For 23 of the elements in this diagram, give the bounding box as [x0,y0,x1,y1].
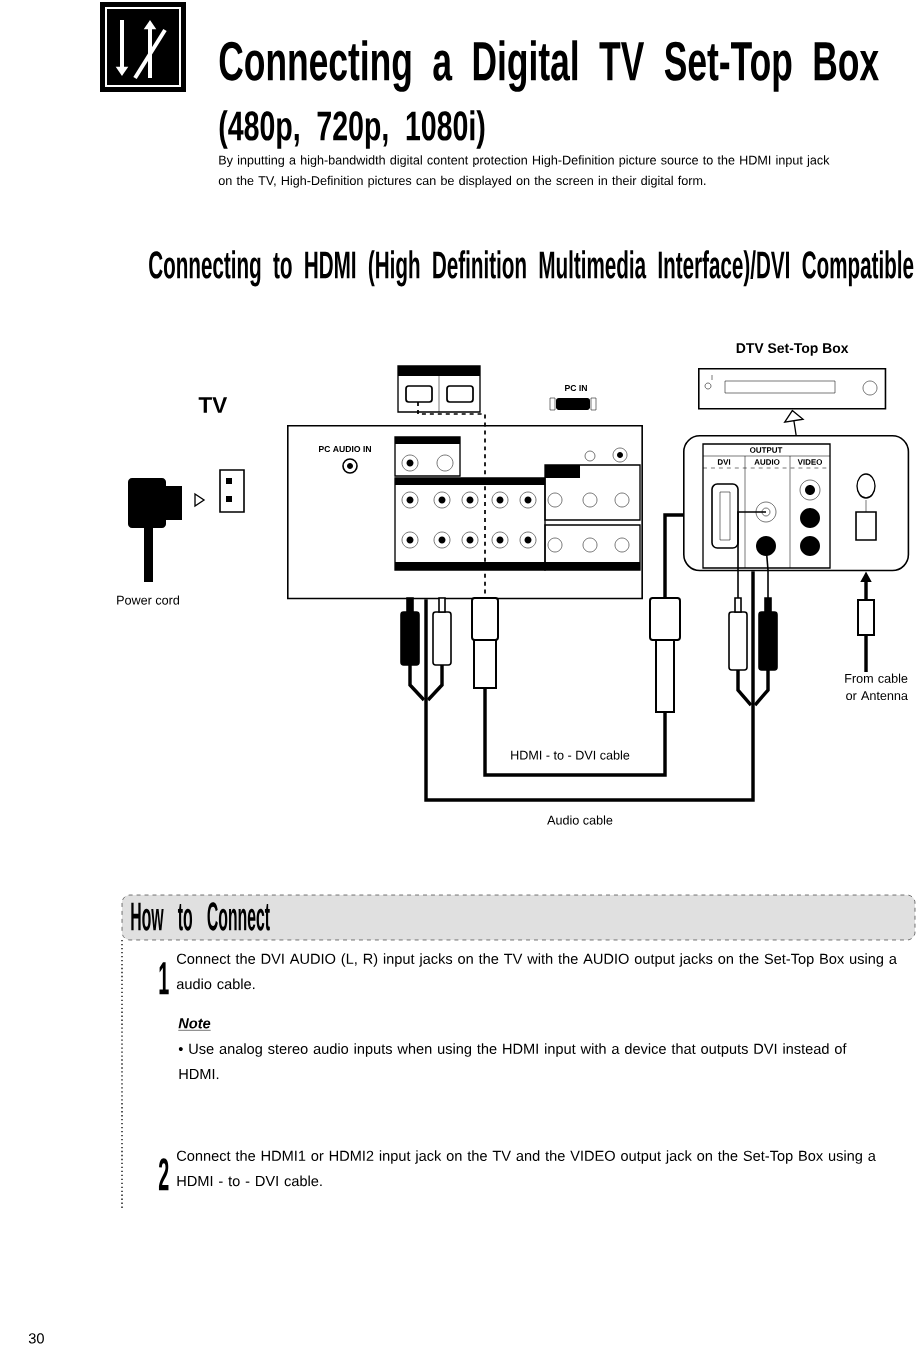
subtitle: (480p, 720p, 1080i) [219,110,485,149]
section-banner: How to Connect [121,894,916,941]
antenna-label: From cable or Antenna [845,673,908,701]
title: Connecting a Digital TV Set-Top Box [219,40,879,92]
node-label: DTV Set-Top Box [736,343,849,356]
cable [424,571,755,802]
page-number: 30 [28,1333,44,1344]
set-top-box: DTV Set-Top Box [698,343,887,410]
section-heading: Connecting to HDMI (High Definition Multimedia Interface)/DVI Compatible [149,250,914,287]
step-text: Connect the DVI AUDIO (L, R) input jacks on the TV with the AUDIO output jacks on the Set-Top Box using a audio cable. [176,953,897,990]
connection-panel [683,435,910,572]
edge-label: Audio cable [544,812,616,828]
panel-label: PC IN [565,384,587,392]
edge-label: HDMI - to - DVI cable [507,747,633,763]
note-text: • Use analog stereo audio inputs when using the HDMI input with a device that outputs DVI instead of HDMI. [178,1043,847,1080]
intro-paragraph: By inputting a high-bandwidth digital content protection High-Definition picture source to the HDMI input jack on the TV, High-Definition pictures can be displayed on the screen in their digital form. [218,155,830,188]
note-heading: Note [178,1018,211,1031]
node-label: TV [198,397,228,413]
step-text: Connect the HDMI1 or HDMI2 input jack on the TV and the VIDEO output jack on the Set-Top Box using a HDMI - to - DVI cable. [177,1150,876,1187]
panel-label: PC AUDIO IN [319,445,371,453]
step-number: 2 [158,1158,169,1191]
caption: Power cord [117,595,180,605]
step-number: 1 [159,962,169,995]
